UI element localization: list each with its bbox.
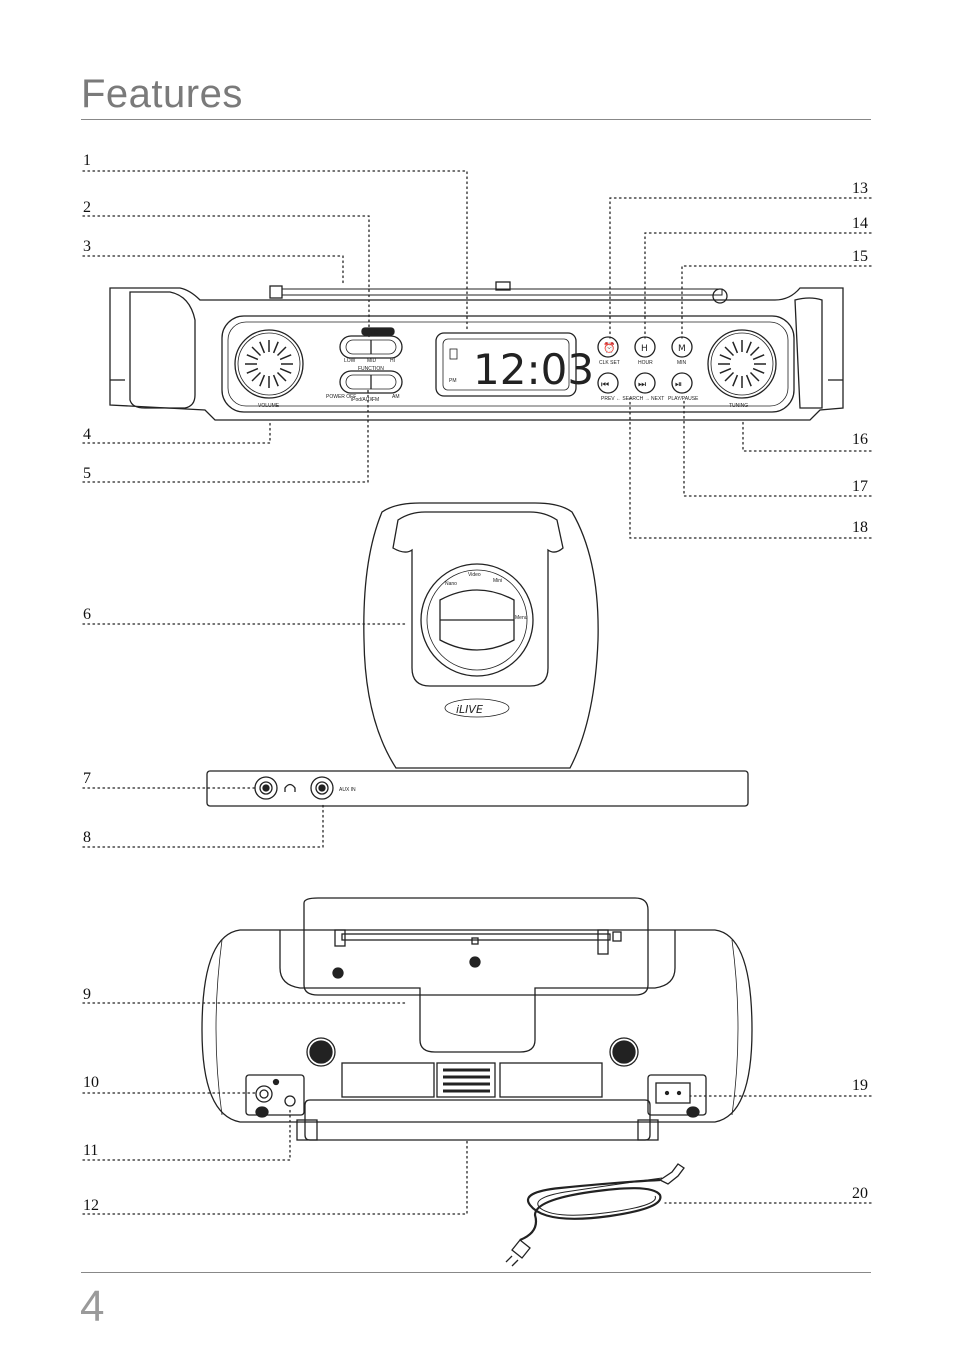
alarm-clock-icon: ⏰ [603,341,615,354]
mid-label: MID [367,358,377,364]
fm-label: FM [372,397,379,403]
callout-2: 2 [83,199,91,216]
page-title: Features [81,72,243,116]
knob-grip-tick [251,371,262,382]
callout-18: 18 [852,519,868,536]
knob-grip-tick [719,367,732,374]
dbbs-label: DBBS [365,330,379,336]
callout-12: 12 [83,1197,99,1214]
hi-label: HI [390,358,395,364]
callout-5: 5 [83,465,91,482]
function-label: FUNCTION [358,366,384,372]
callout-14: 14 [852,215,868,232]
pm-indicator: PM [449,378,457,384]
headphone-icon [284,783,296,792]
knob-grip-tick [745,341,752,354]
prev-icon: ⏮ [601,380,609,390]
knob-grip-tick [259,374,266,387]
prev-search-next-label: PREV ← SEARCH → NEXT [601,396,664,402]
ipod-aux-label: iPod/AUX [351,397,373,403]
footer-divider [81,1272,871,1273]
callout-4: 4 [83,426,91,443]
callout-3: 3 [83,238,91,255]
dock-label-nano: Nano [445,581,457,587]
volume-label: VOLUME [258,403,280,409]
knob-grip-tick [259,341,266,354]
page-number: 4 [80,1282,105,1331]
ipod-dock [363,502,599,769]
low-label: LOW [344,358,356,364]
callout-20: 20 [852,1185,868,1202]
callout-17: 17 [852,478,868,495]
play-pause-label: PLAY/PAUSE [668,396,699,402]
knob-grip-tick [749,346,760,357]
dock-label-menu: Menu [515,615,528,621]
knob-grip-tick [272,341,279,354]
callout-6: 6 [83,606,91,623]
knob-grip-tick [724,371,735,382]
radio-rear-view [201,897,753,1141]
title-divider [81,119,871,120]
am-label: AM [392,394,400,400]
knob-grip-tick [745,374,752,387]
knob-grip-tick [732,374,739,387]
knob-grip-tick [251,346,262,357]
min-icon: M [678,344,686,354]
leader-lines [82,170,872,1215]
knob-grip-tick [752,354,765,361]
power-off-label: POWER OFF [326,394,356,400]
knob-grip-tick [752,367,765,374]
callout-10: 10 [83,1074,99,1091]
knob-grip-tick [279,354,292,361]
callout-1: 1 [83,152,91,169]
callout-7: 7 [83,770,91,787]
callout-11: 11 [83,1142,99,1159]
callout-19: 19 [852,1077,868,1094]
clock-display: 12:03 [473,345,594,394]
callout-15: 15 [852,248,868,265]
min-label: MIN [677,360,687,366]
knob-grip-tick [732,341,739,354]
play-pause-icon: ⏯ [675,380,682,390]
knob-grip-tick [724,346,735,357]
button-icons: ⏰ H M ⏮ ⏭ ⏯ [601,341,686,390]
knob-grip-tick [272,374,279,387]
callout-13: 13 [852,180,868,197]
callout-16: 16 [852,431,868,448]
next-icon: ⏭ [638,380,646,390]
knob-grip-tick [279,367,292,374]
knob-grip-tick [276,371,287,382]
knob-grip-tick [276,346,287,357]
callout-9: 9 [83,986,91,1003]
aux-in-label: AUX IN [339,787,356,793]
knob-grip-tick [719,354,732,361]
dock-label-mini: Mini [493,578,502,584]
side-jack-strip [206,770,749,807]
knob-grip-tick [246,354,259,361]
ilive-logo: iLIVE [456,703,483,716]
power-cord [505,1163,685,1267]
radio-front-panel [109,281,844,421]
hour-icon: H [641,344,648,354]
clk-set-label: CLK SET [599,360,620,366]
knob-grip-tick [246,367,259,374]
knob-grip-tick [749,371,760,382]
callout-8: 8 [83,829,91,846]
dock-label-video: Video [468,572,481,578]
tuning-label: TUNING [729,403,748,409]
hour-label: HOUR [638,360,653,366]
